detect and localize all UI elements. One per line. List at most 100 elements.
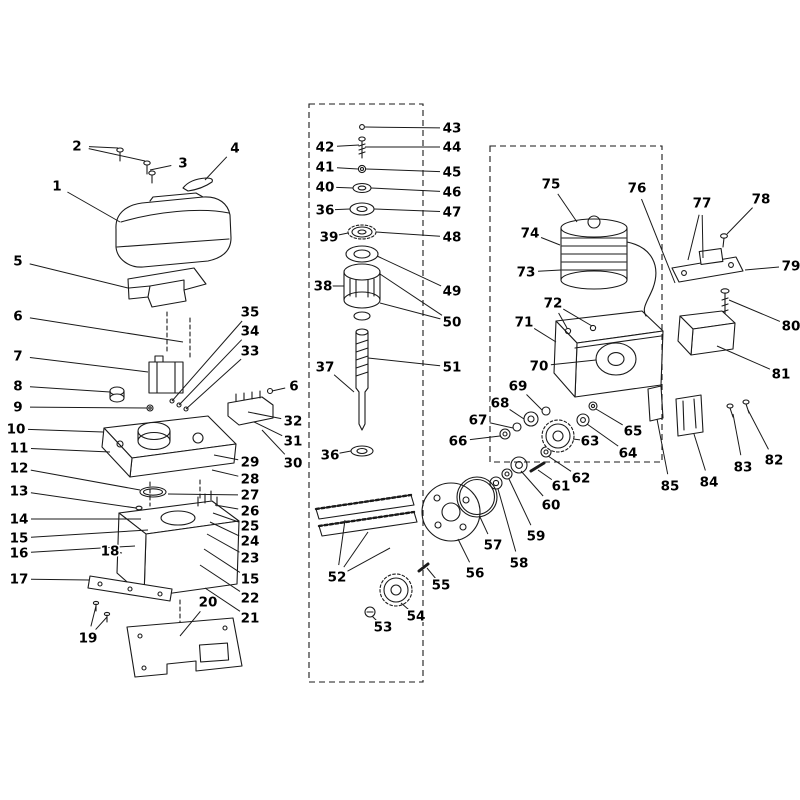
leader-line-part-59 <box>508 478 532 526</box>
part-label-11: 11 <box>10 441 29 457</box>
part-label-68: 68 <box>491 396 510 412</box>
pinion-shaft-parts <box>499 406 551 440</box>
leader-line-part-30 <box>261 429 286 455</box>
leader-line-part-37 <box>333 374 355 393</box>
part-label-53: 53 <box>374 620 393 636</box>
bearing-washer-set <box>489 446 552 490</box>
leader-line-part-57 <box>479 516 489 535</box>
leader-line-part-62 <box>547 455 572 472</box>
leader-line-part-81 <box>716 345 771 370</box>
part-label-44: 44 <box>443 140 462 156</box>
part-label-56: 56 <box>466 566 485 582</box>
part-label-9: 9 <box>13 400 22 416</box>
part-label-45: 45 <box>443 165 462 181</box>
part-label-3: 3 <box>178 156 187 172</box>
part-label-72: 72 <box>544 296 563 312</box>
part-label-82: 82 <box>765 453 784 469</box>
part-label-76: 76 <box>628 181 647 197</box>
leader-line-part-56 <box>457 538 471 563</box>
assembly-boundary-1 <box>308 103 424 683</box>
part-label-46: 46 <box>443 185 462 201</box>
release-lever-part <box>182 177 213 192</box>
leader-line-part-66 <box>469 435 501 441</box>
part-label-60: 60 <box>542 498 561 514</box>
large-o-ring-part <box>456 476 498 518</box>
leader-line-part-2 <box>88 148 146 162</box>
leader-line-part-80 <box>728 299 781 322</box>
leader-line-part-20 <box>179 610 201 637</box>
part-label-84: 84 <box>700 475 719 491</box>
part-label-51: 51 <box>443 360 462 376</box>
leader-line-part-12 <box>30 469 141 491</box>
leader-line-part-39 <box>336 232 349 236</box>
part-label-27: 27 <box>241 488 260 504</box>
part-label-36a: 36 <box>316 203 335 219</box>
part-label-80: 80 <box>782 319 800 335</box>
part-label-17: 17 <box>10 572 29 588</box>
leader-line-part-19 <box>90 605 97 627</box>
part-label-71: 71 <box>515 315 534 331</box>
sprocket-cover-part <box>421 482 481 542</box>
part-label-19: 19 <box>79 631 98 647</box>
leader-line-part-65 <box>595 408 623 426</box>
leader-line-part-58 <box>497 488 517 552</box>
part-label-78: 78 <box>752 192 771 208</box>
diagram-artwork <box>87 124 750 678</box>
alignment-lines <box>149 311 201 623</box>
part-label-34: 34 <box>241 324 260 340</box>
leader-line-part-3 <box>149 165 172 171</box>
part-label-28: 28 <box>241 472 260 488</box>
capacitor-part <box>109 386 125 403</box>
part-label-58: 58 <box>510 556 529 572</box>
leader-line-part-32 <box>247 411 282 420</box>
leader-line-part-60 <box>520 470 544 497</box>
leader-line-part-42 <box>336 144 360 147</box>
part-label-77: 77 <box>693 196 712 212</box>
leader-line-part-9 <box>29 406 148 409</box>
leader-line-part-50 <box>379 273 443 316</box>
part-label-16: 16 <box>10 546 29 562</box>
part-label-18: 18 <box>101 544 120 560</box>
part-label-1: 1 <box>52 179 61 195</box>
part-label-61: 61 <box>552 479 571 495</box>
leader-line-part-7 <box>29 357 149 373</box>
part-label-7: 7 <box>13 349 22 365</box>
transformer-part <box>148 355 184 394</box>
leader-line-part-63 <box>572 438 584 441</box>
part-label-15a: 15 <box>10 531 29 547</box>
gear-rack-parts <box>314 493 418 537</box>
part-label-4: 4 <box>230 141 239 157</box>
leader-line-part-76 <box>641 198 676 284</box>
leader-line-part-64 <box>586 423 619 447</box>
part-label-52: 52 <box>328 570 347 586</box>
cover-screws <box>116 147 156 184</box>
leader-line-part-36a <box>334 208 351 211</box>
leader-line-part-75 <box>557 193 578 223</box>
part-label-79: 79 <box>782 259 800 275</box>
leader-line-part-15a <box>30 529 149 538</box>
leader-line-part-68 <box>509 408 525 420</box>
leader-line-part-31 <box>253 421 283 437</box>
motor-housing-part <box>553 310 664 398</box>
leader-line-part-71 <box>533 327 557 343</box>
part-label-8: 8 <box>13 379 22 395</box>
part-label-66: 66 <box>449 434 468 450</box>
leader-line-part-6a <box>29 317 184 343</box>
part-label-73: 73 <box>517 265 536 281</box>
part-label-32: 32 <box>284 414 303 430</box>
part-label-20: 20 <box>199 595 218 611</box>
leader-line-part-29 <box>213 454 239 461</box>
leader-line-part-48 <box>375 231 441 237</box>
part-label-69: 69 <box>509 379 528 395</box>
leader-line-part-83 <box>732 413 742 456</box>
assembly-boundaries <box>308 103 663 683</box>
part-label-47: 47 <box>443 205 462 221</box>
leader-line-part-74 <box>540 237 561 246</box>
part-label-67: 67 <box>469 413 488 429</box>
part-label-64: 64 <box>619 446 638 462</box>
terminal-block-part <box>227 387 274 426</box>
leader-line-part-25 <box>212 512 239 523</box>
leader-line-part-54 <box>400 602 411 612</box>
part-label-54: 54 <box>407 609 426 625</box>
leader-line-part-24 <box>209 521 240 537</box>
